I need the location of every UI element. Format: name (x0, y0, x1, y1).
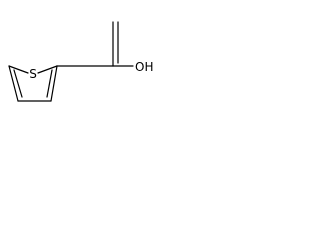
atom-label-hydroxyl: OH (135, 60, 153, 74)
atom-label-sulfur: S (29, 67, 37, 81)
bond-c4-c5-inner (13, 69, 23, 98)
bond-s-c5 (8, 65, 29, 74)
bond-s-c2 (37, 65, 58, 74)
thiophene-ring (8, 65, 58, 102)
vinyl-alcohol-group (56, 21, 134, 67)
bond-c2-c3 (50, 65, 58, 102)
bond-c4-c5 (8, 65, 19, 102)
bond-c2-c3-inner (46, 69, 53, 98)
molecule-structure: S OH (8, 21, 153, 102)
